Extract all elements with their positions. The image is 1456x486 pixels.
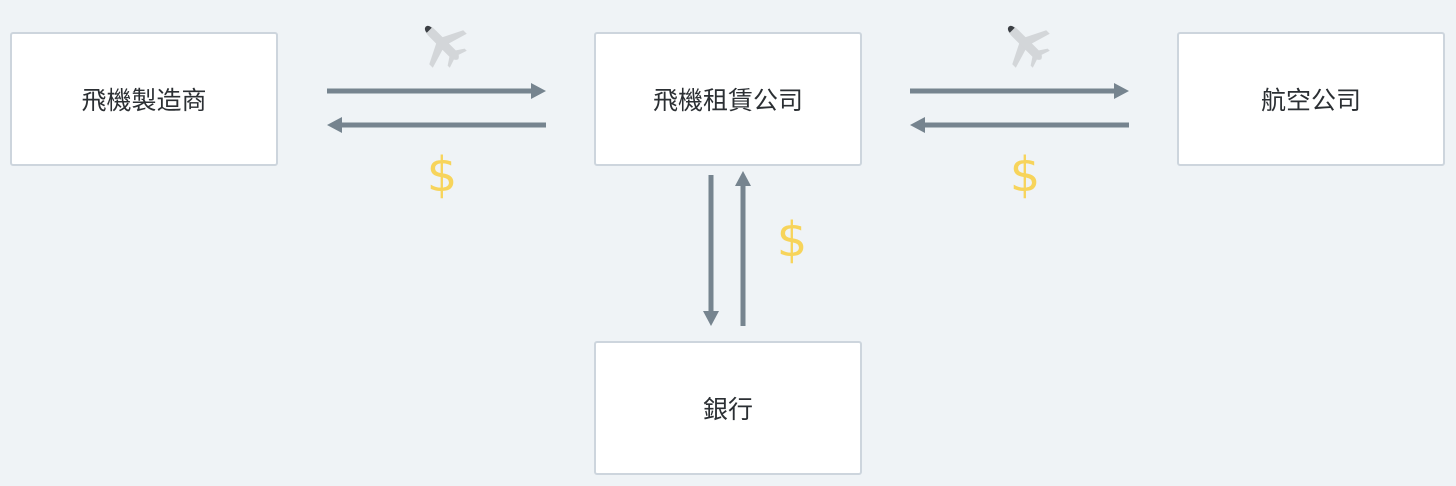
arrow-lessor-to-bank — [703, 175, 719, 326]
money-symbol-lessor-airline: $ — [1009, 147, 1041, 203]
node-label-bank: 銀行 — [702, 395, 753, 424]
money-symbol-bank-lessor: $ — [776, 212, 808, 268]
arrow-lessor-to-airline — [910, 83, 1129, 99]
node-label-aircraft-leasing-company: 飛機租賃公司 — [652, 86, 803, 115]
arrow-bank-to-lessor — [735, 171, 751, 326]
money-symbol-manufacturer-lessor: $ — [426, 147, 458, 203]
arrow-airline-to-lessor — [910, 117, 1129, 133]
arrow-manufacturer-to-lessor — [327, 83, 546, 99]
node-aircraft-manufacturer: 飛機製造商 — [10, 32, 278, 166]
node-airline: 航空公司 — [1177, 32, 1445, 166]
node-label-airline: 航空公司 — [1260, 86, 1361, 115]
arrow-lessor-to-manufacturer — [327, 117, 546, 133]
airplane-icon-lessor-airline — [995, 13, 1055, 73]
node-label-aircraft-manufacturer: 飛機製造商 — [81, 86, 207, 115]
node-bank: 銀行 — [594, 341, 862, 475]
airplane-icon-manufacturer-lessor — [412, 13, 472, 73]
node-aircraft-leasing-company: 飛機租賃公司 — [594, 32, 862, 166]
